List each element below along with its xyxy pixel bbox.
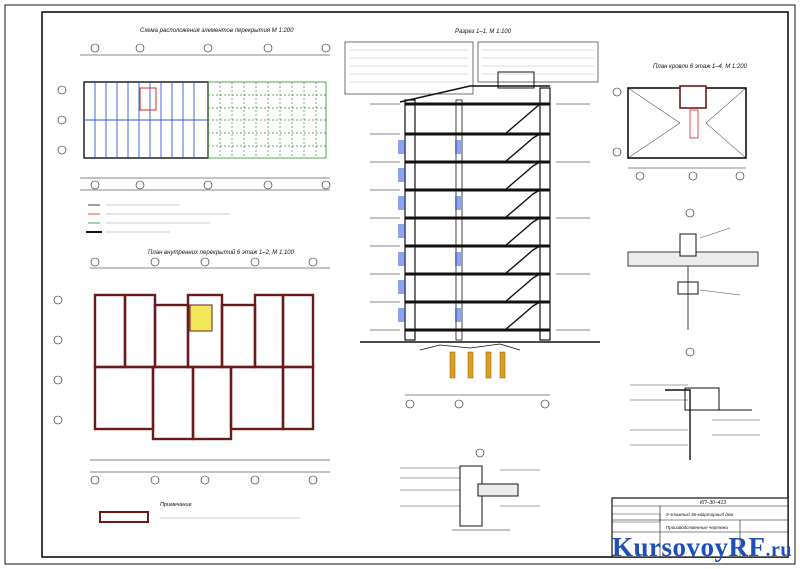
internal-floor-plan: План внутренних перекрытий 6 этаж 1–2, М…	[53, 249, 330, 523]
floor-plan-title: Схема расположения элементов перекрытия …	[140, 28, 294, 34]
section-title: Разрез 1–1, М 1:100	[455, 29, 512, 35]
detail-1	[627, 208, 759, 330]
building-section: Разрез 1–1, М 1:100	[344, 29, 600, 409]
title-block: КП–30–413 9-этажный 36-квартирный дом Пр…	[611, 497, 789, 558]
inner-frame	[41, 11, 789, 558]
title-block-code: КП–30–413	[700, 500, 726, 506]
detail-3	[400, 448, 540, 531]
roof-plan: План кровли 6 этаж 1–4, М 1:200	[612, 64, 748, 181]
watermark: KursovoyRF.ru	[612, 532, 792, 563]
watermark-accent: RF	[728, 532, 766, 562]
title-block-line2: Производственные чертежи	[666, 525, 728, 530]
watermark-main: Kursovoy	[611, 532, 729, 562]
watermark-suffix: .ru	[765, 539, 792, 561]
roof-plan-title: План кровли 6 этаж 1–4, М 1:200	[653, 64, 748, 70]
title-block-line1: 9-этажный 36-квартирный дом	[666, 511, 733, 517]
detail-2	[630, 347, 760, 460]
note-label: Примечание	[160, 502, 192, 508]
floor-slab-plan: Схема расположения элементов перекрытия …	[57, 28, 331, 233]
internal-plan-title: План внутренних перекрытий 6 этаж 1–2, М…	[148, 249, 295, 256]
